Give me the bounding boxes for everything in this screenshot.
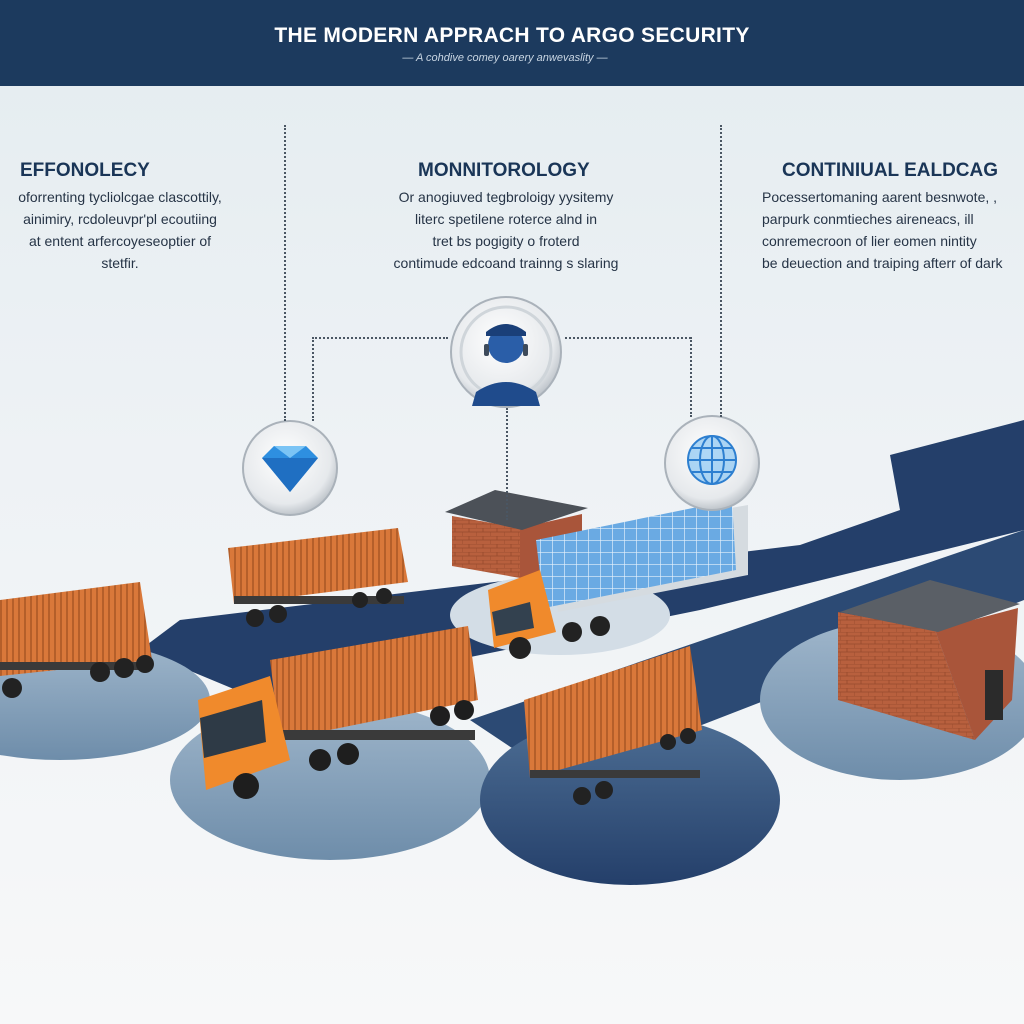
text-line: literc spetilene roterce alnd in (414, 211, 598, 227)
text-line: conremecroon of lier eomen nintity (762, 233, 977, 249)
text-line: tret bs pogigity o froterd (432, 233, 580, 249)
connector-center-left-v (312, 337, 314, 421)
connector-center-right-v (690, 337, 692, 417)
text-line: at entent arfercoyeseoptier of (28, 233, 212, 249)
truck-blue-cargo (488, 500, 748, 659)
diamond-icon (242, 420, 338, 516)
text-line: parpurk conmtieches aireneacs, ill (762, 211, 974, 227)
page-subtitle: — A cohdive comey oarery anwevaslity — (402, 52, 608, 64)
connector-center-right-h (565, 337, 691, 339)
warehouse-right (838, 580, 1020, 740)
column-text-center: Or anogiuved tegbroloigy yysitemy literc… (368, 186, 644, 274)
security-guard-icon (450, 296, 562, 408)
text-line: ainimiry, rcdoleuvpr'pl ecoutiing (23, 211, 217, 227)
trailer-right (524, 646, 702, 805)
text-line: oforrenting tycliolcgae clascottily, (18, 189, 222, 205)
truck-front (198, 626, 478, 799)
column-text-right: Pocessertomaning aarent besnwote, , parp… (762, 186, 1024, 274)
connector-center-down (506, 408, 508, 520)
text-line: Pocessertomaning aarent besnwote, , (762, 189, 998, 205)
road-arrow (140, 420, 1024, 700)
text-line: be deuection and traiping afterr of dark (762, 255, 1003, 271)
trailer-upper (228, 528, 408, 627)
column-heading-center: MONNITOROLOGY (418, 160, 590, 181)
text-line: stetfir. (101, 255, 139, 271)
page-title: THE MODERN APPRACH TO ARGO SECURITY (274, 24, 750, 47)
connector-center-upper (720, 125, 722, 417)
column-heading-right: CONTINIUAL EALDCAG (782, 160, 999, 181)
text-line: Or anogiuved tegbroloigy yysitemy (398, 189, 614, 205)
column-text-left: oforrenting tycliolcgae clascottily, ain… (0, 186, 240, 274)
header-banner: THE MODERN APPRACH TO ARGO SECURITY — A … (0, 0, 1024, 86)
connector-center-left-h (312, 337, 448, 339)
trailer-left (0, 582, 154, 698)
connector-left (284, 125, 286, 421)
globe-icon (664, 415, 760, 511)
text-line: contimude edcoand trainng s slaring (393, 255, 619, 271)
column-heading-left: EFFONOLECY (20, 160, 150, 181)
